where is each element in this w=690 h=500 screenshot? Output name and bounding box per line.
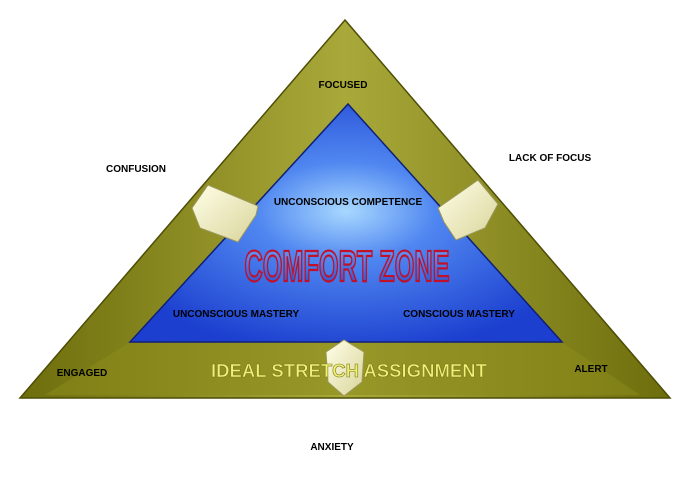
label-engaged: ENGAGED (57, 368, 108, 379)
label-confusion: CONFUSION (106, 164, 166, 175)
ideal-stretch-assignment: IDEAL STRETCH ASSIGNMENT (211, 361, 487, 381)
left-arrow-icon (191, 184, 259, 243)
label-focused: FOCUSED (319, 80, 368, 91)
label-unconscious-mastery: UNCONSCIOUS MASTERY (173, 309, 300, 320)
label-lack-of-focus: LACK OF FOCUS (509, 153, 592, 164)
label-conscious-mastery: CONSCIOUS MASTERY (403, 309, 515, 320)
comfort-zone-title: COMFORT ZONE (245, 242, 450, 291)
bottom-arrow-icon (325, 339, 365, 397)
label-alert: ALERT (574, 364, 607, 375)
right-arrow-icon (437, 179, 499, 241)
label-anxiety: ANXIETY (310, 442, 354, 453)
label-unconscious-competence: UNCONSCIOUS COMPETENCE (274, 197, 423, 208)
